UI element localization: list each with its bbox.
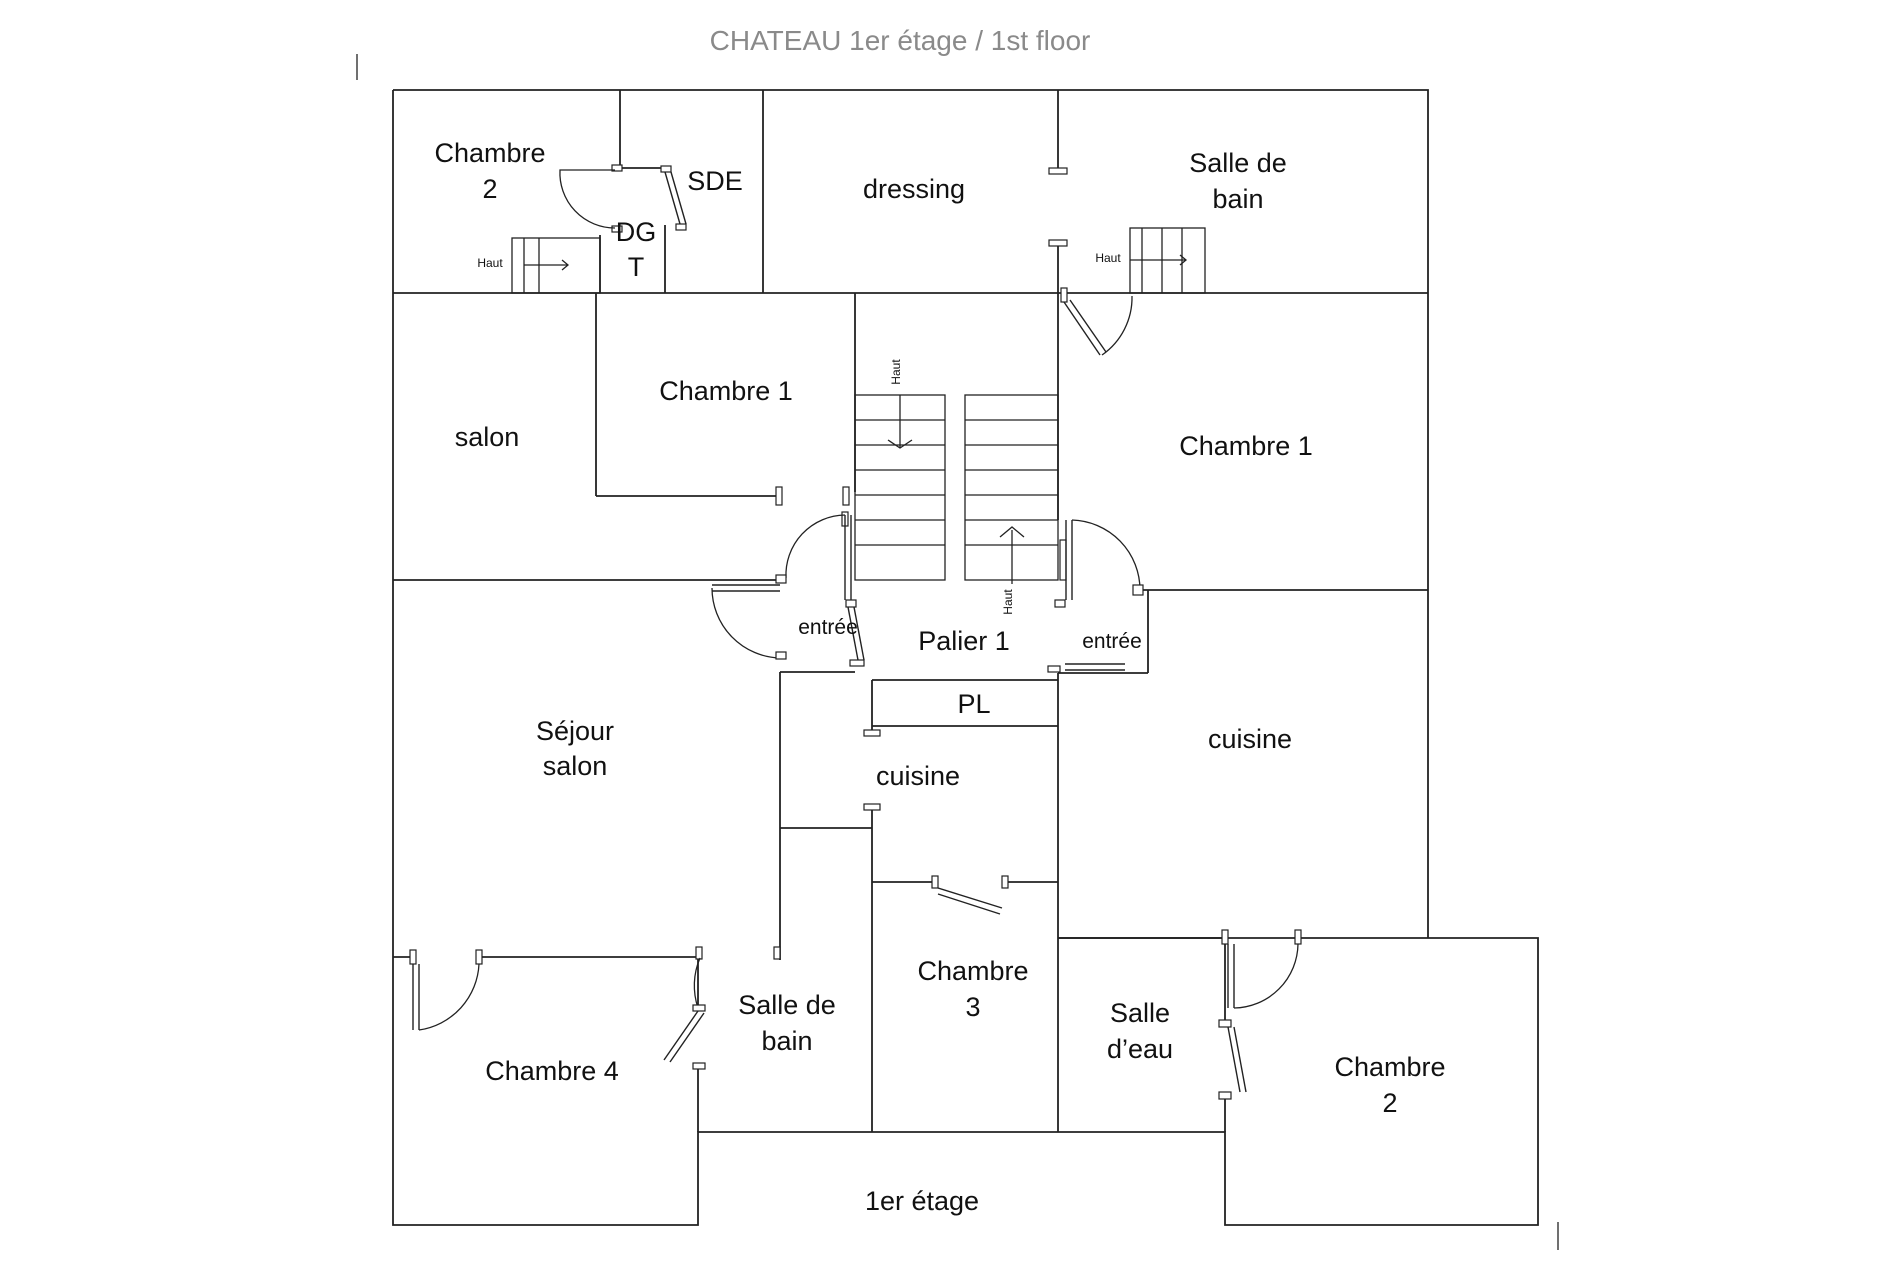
stair-top-left: Haut [477, 237, 601, 294]
room-label-sejour: Séjour [536, 716, 614, 746]
room-label-chambre-2-bottom: Chambre [1334, 1052, 1445, 1082]
room-label-pl: PL [957, 689, 990, 719]
room-label-salle-d-eau-line2: d’eau [1107, 1034, 1173, 1064]
room-label-chambre-1-left: Chambre 1 [659, 376, 793, 406]
interior-walls [393, 90, 1428, 1132]
room-label-salon: salon [455, 422, 520, 452]
room-label-chambre-2-top: Chambre [434, 138, 545, 168]
room-label-chambre-2-top-number: 2 [482, 174, 497, 204]
doors [409, 164, 1302, 1100]
main-staircase: Haut Haut [854, 359, 1059, 615]
room-label-palier: Palier 1 [918, 626, 1010, 656]
stair-label-haut: Haut [477, 256, 503, 270]
room-label-chambre-1-right: Chambre 1 [1179, 431, 1313, 461]
room-label-dressing: dressing [863, 174, 965, 204]
floor-label: 1er étage [865, 1186, 979, 1216]
room-labels: Chambre 2 SDE DG T dressing Salle de bai… [434, 138, 1445, 1216]
room-label-chambre-3-number: 3 [965, 992, 980, 1022]
room-label-salle-de-bain-top-line2: bain [1212, 184, 1263, 214]
room-label-dgt: DG [616, 217, 657, 247]
plan-title: CHATEAU 1er étage / 1st floor [710, 25, 1091, 56]
room-label-dgt-line2: T [628, 252, 645, 282]
room-label-sejour-line2: salon [543, 751, 608, 781]
room-label-salle-de-bain-top: Salle de [1189, 148, 1287, 178]
room-label-chambre-2-bottom-number: 2 [1382, 1088, 1397, 1118]
room-label-salle-d-eau: Salle [1110, 998, 1170, 1028]
stair-label-haut: Haut [1095, 251, 1121, 265]
room-label-salle-de-bain-bottom-line2: bain [761, 1026, 812, 1056]
room-label-cuisine-mid: cuisine [876, 761, 960, 791]
room-label-cuisine-right: cuisine [1208, 724, 1292, 754]
room-label-sde: SDE [687, 166, 743, 196]
stair-label-haut: Haut [889, 359, 903, 385]
room-label-entree-left: entrée [798, 616, 858, 639]
room-label-entree-right: entrée [1082, 630, 1142, 653]
room-label-salle-de-bain-bottom: Salle de [738, 990, 836, 1020]
room-label-chambre-3: Chambre [917, 956, 1028, 986]
stair-top-right: Haut [1095, 227, 1206, 294]
room-label-chambre-4: Chambre 4 [485, 1056, 619, 1086]
stair-label-haut: Haut [1001, 589, 1015, 615]
